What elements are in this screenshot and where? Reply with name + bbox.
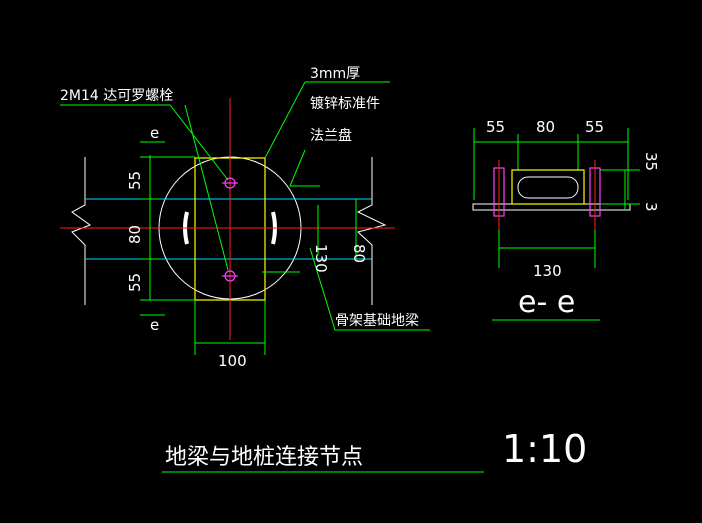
drawing-title: 地梁与地桩连接节点 [165,445,363,470]
label-galvanized: 镀锌标准件 [310,95,380,112]
beam-right-break [356,157,387,305]
leader-bolt [60,104,229,181]
title-block: 地梁与地桩连接节点 1:10 [162,427,587,473]
sec-channel-hole [517,176,579,199]
dim-left-mid: 80 [126,225,144,244]
label-plate-thickness: 3mm厚 [310,66,360,82]
label-bolt: 2M14 达可罗螺栓 [60,88,173,104]
sec-dim-130: 130 [533,262,562,280]
sec-base-plate [472,203,631,211]
label-beam: 骨架基础地梁 [335,312,419,329]
section-mark-top: e [150,124,159,142]
sec-dim-55a: 55 [486,118,505,136]
sec-dim-55b: 55 [585,118,604,136]
plan-view: 2M14 达可罗螺栓 3mm厚 镀锌标准件 法兰盘 骨架基础地梁 e e 55 … [60,66,430,370]
beam-left-break [71,157,92,305]
sec-channel [511,169,585,205]
section-view: 55 80 55 35 3 130 e- e [472,118,660,321]
dim-bottom-100: 100 [218,352,247,370]
drawing-scale: 1:10 [502,427,587,471]
sec-dim-3: 3 [642,202,660,212]
dim-left-top: 55 [126,171,144,190]
leader-flange [289,149,320,187]
dim-right-80: 80 [350,244,368,263]
leader-beam [309,247,430,331]
sec-dim-80: 80 [536,118,555,136]
dim-left-bot: 55 [126,273,144,292]
dim-right-130: 130 [312,244,330,273]
leader-plate [264,81,306,159]
section-title: e- e [518,285,575,320]
section-mark-bottom: e [150,316,159,334]
sec-dim-35: 35 [642,152,660,171]
label-flange: 法兰盘 [310,127,352,144]
